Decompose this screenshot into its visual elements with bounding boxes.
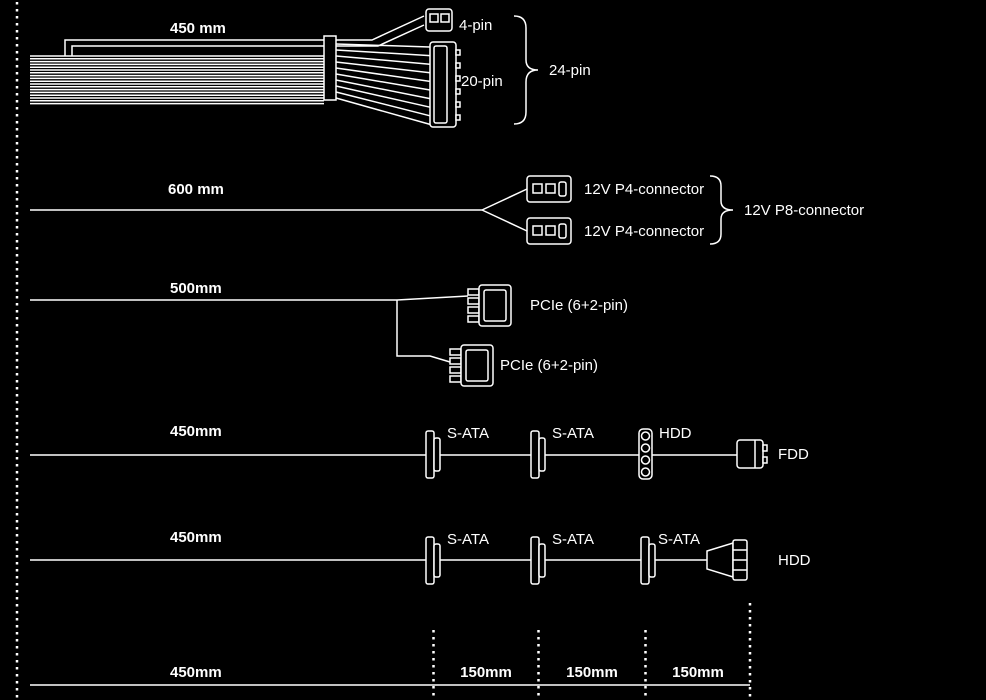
peripheral-cable-hdd: 450mm S-ATA S-ATA S-ATA HDD xyxy=(30,529,811,585)
atx-cable: 450 mm 4-pin 20-pin 24-pin xyxy=(30,8,591,128)
cpu-cable: 600 mm 12V P4-connector 12V P4-connector… xyxy=(30,175,864,245)
molex-hdd-connector xyxy=(638,428,653,480)
peripheral-cable-fdd: 450mm S-ATA S-ATA HDD FDD xyxy=(30,423,809,480)
atx-24pin-label: 24-pin xyxy=(549,62,591,79)
sata-label: S-ATA xyxy=(552,531,594,548)
pcie-bottom-label: PCIe (6+2-pin) xyxy=(500,357,598,374)
p4-top-pins xyxy=(532,183,556,194)
peripheral1-length-label: 450mm xyxy=(170,423,222,440)
fdd-label: FDD xyxy=(778,446,809,463)
pcie-bottom-teeth xyxy=(449,348,462,383)
p4-top-latch xyxy=(558,181,567,197)
p4-top-label: 12V P4-connector xyxy=(584,181,704,198)
atx-cable-comb xyxy=(323,35,337,101)
pcie-cable: 500mm PCIe (6+2-pin) PCIe (6+2-pin) xyxy=(30,280,628,387)
fdd-nubs xyxy=(762,444,768,464)
p4-bottom-label: 12V P4-connector xyxy=(584,223,704,240)
sata-connector xyxy=(530,430,546,479)
hdd-plug-connector xyxy=(706,539,748,581)
measure-base-label: 450mm xyxy=(170,664,222,681)
hdd-label: HDD xyxy=(659,425,692,442)
measurement-scale: 450mm 150mm 150mm 150mm xyxy=(30,603,752,697)
molex-pin xyxy=(640,455,651,465)
atx-wire-bundle xyxy=(30,55,324,105)
cpu-length-label: 600 mm xyxy=(168,181,224,198)
sata-label: S-ATA xyxy=(658,531,700,548)
atx-4pin-connector xyxy=(425,8,453,32)
hdd-plug-ridges xyxy=(733,549,747,571)
measure-seg-label: 150mm xyxy=(566,664,618,681)
measure-seg-label: 150mm xyxy=(672,664,724,681)
measure-seg-label: 150mm xyxy=(460,664,512,681)
p8-label: 12V P8-connector xyxy=(744,202,864,219)
p4-connector-bottom xyxy=(526,217,572,245)
p4-bottom-pins xyxy=(532,225,556,236)
atx-brace xyxy=(513,15,539,125)
cpu-brace xyxy=(709,175,734,245)
molex-pin xyxy=(640,431,651,441)
sata-label: S-ATA xyxy=(552,425,594,442)
sata-connector xyxy=(530,536,546,585)
molex-pin xyxy=(640,467,651,477)
atx-4pin-pins xyxy=(429,13,450,23)
hdd-label: HDD xyxy=(778,552,811,569)
p4-bottom-latch xyxy=(558,223,567,239)
p4-connector-top xyxy=(526,175,572,203)
pcie-top-teeth xyxy=(467,288,480,323)
pcie-top-branch xyxy=(396,295,469,301)
sata-connector xyxy=(425,430,441,479)
fdd-connector xyxy=(736,439,768,469)
atx-length-label: 450 mm xyxy=(170,20,226,37)
atx-20pin-connector xyxy=(429,41,461,128)
peripheral2-length-label: 450mm xyxy=(170,529,222,546)
pcie-connector-top xyxy=(467,284,512,327)
cpu-split-wires xyxy=(481,188,528,232)
atx-20pin-nubs xyxy=(455,49,461,121)
atx-4pin-wires xyxy=(64,15,425,56)
sata-connector xyxy=(425,536,441,585)
sata-label: S-ATA xyxy=(447,531,489,548)
molex-pin xyxy=(640,443,651,453)
sata-connector xyxy=(640,536,656,585)
pcie-connector-bottom xyxy=(449,344,494,387)
pcie-length-label: 500mm xyxy=(170,280,222,297)
atx-4pin-label: 4-pin xyxy=(459,17,492,34)
atx-20pin-label: 20-pin xyxy=(461,73,503,90)
atx-fan-wires xyxy=(335,43,431,126)
sata-label: S-ATA xyxy=(447,425,489,442)
pcie-bottom-branch xyxy=(396,300,451,363)
pcie-top-label: PCIe (6+2-pin) xyxy=(530,297,628,314)
